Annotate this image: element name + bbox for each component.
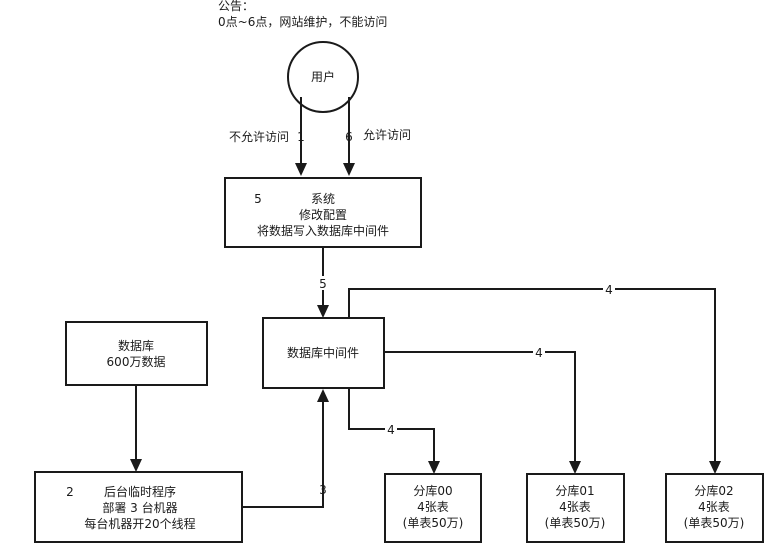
edge-user-deny (295, 97, 307, 176)
shard01-line3: (单表50万) (545, 516, 606, 530)
backend-step: 2 (66, 485, 74, 499)
system-line2: 修改配置 (299, 207, 347, 222)
backend-node: 2 后台临时程序 部署 3 台机器 每台机器开20个线程 (34, 471, 243, 543)
middleware-label: 数据库中间件 (287, 345, 359, 360)
database-line1: 数据库 (118, 338, 154, 353)
edge-middleware-to-shard02 (348, 288, 721, 474)
user-label: 用户 (311, 69, 335, 84)
edge-step-4-c: 4 (605, 283, 613, 297)
edge-step-3: 3 (319, 483, 327, 497)
shard02-node: 分库02 4张表 (单表50万) (665, 473, 764, 543)
system-line1: 系统 (311, 192, 335, 206)
shard02-line3: (单表50万) (684, 516, 745, 530)
middleware-node: 数据库中间件 (262, 317, 385, 389)
backend-line2: 部署 3 台机器 (102, 500, 177, 515)
system-node: 5 系统 修改配置 将数据写入数据库中间件 (224, 177, 422, 248)
shard00-line1: 分库00 (413, 483, 452, 498)
shard02-line1: 分库02 (694, 483, 733, 498)
notice-text: 0点~6点，网站维护，不能访问 (218, 15, 387, 29)
user-node: 用户 (287, 41, 359, 113)
edge-label-deny: 不允许访问 (229, 129, 289, 144)
edge-step-5: 5 (319, 277, 327, 291)
shard02-line2: 4张表 (698, 500, 730, 514)
shard01-line1: 分库01 (555, 483, 594, 498)
shard00-node: 分库00 4张表 (单表50万) (384, 473, 482, 543)
system-line3: 将数据写入数据库中间件 (257, 223, 389, 238)
shard01-line2: 4张表 (559, 500, 591, 514)
edge-step-4-b: 4 (535, 346, 543, 360)
backend-line1: 后台临时程序 (104, 484, 176, 499)
database-line2: 600万数据 (107, 354, 166, 369)
edge-step-1: 1 (297, 130, 305, 144)
edge-user-allow (343, 97, 355, 176)
edge-label-allow: 允许访问 (363, 127, 411, 142)
shard00-line2: 4张表 (417, 500, 449, 514)
edge-middleware-to-shard01 (384, 351, 581, 474)
edge-step-4-a: 4 (387, 423, 395, 437)
backend-line3: 每台机器开20个线程 (84, 516, 195, 531)
notice-title: 公告： (218, 0, 254, 13)
edge-database-to-backend (130, 385, 142, 472)
database-node: 数据库 600万数据 (65, 321, 208, 386)
system-step: 5 (254, 192, 262, 206)
edge-step-6: 6 (345, 130, 353, 144)
edge-backend-to-middleware (242, 389, 329, 508)
shard01-node: 分库01 4张表 (单表50万) (526, 473, 625, 543)
shard00-line3: (单表50万) (403, 516, 464, 530)
